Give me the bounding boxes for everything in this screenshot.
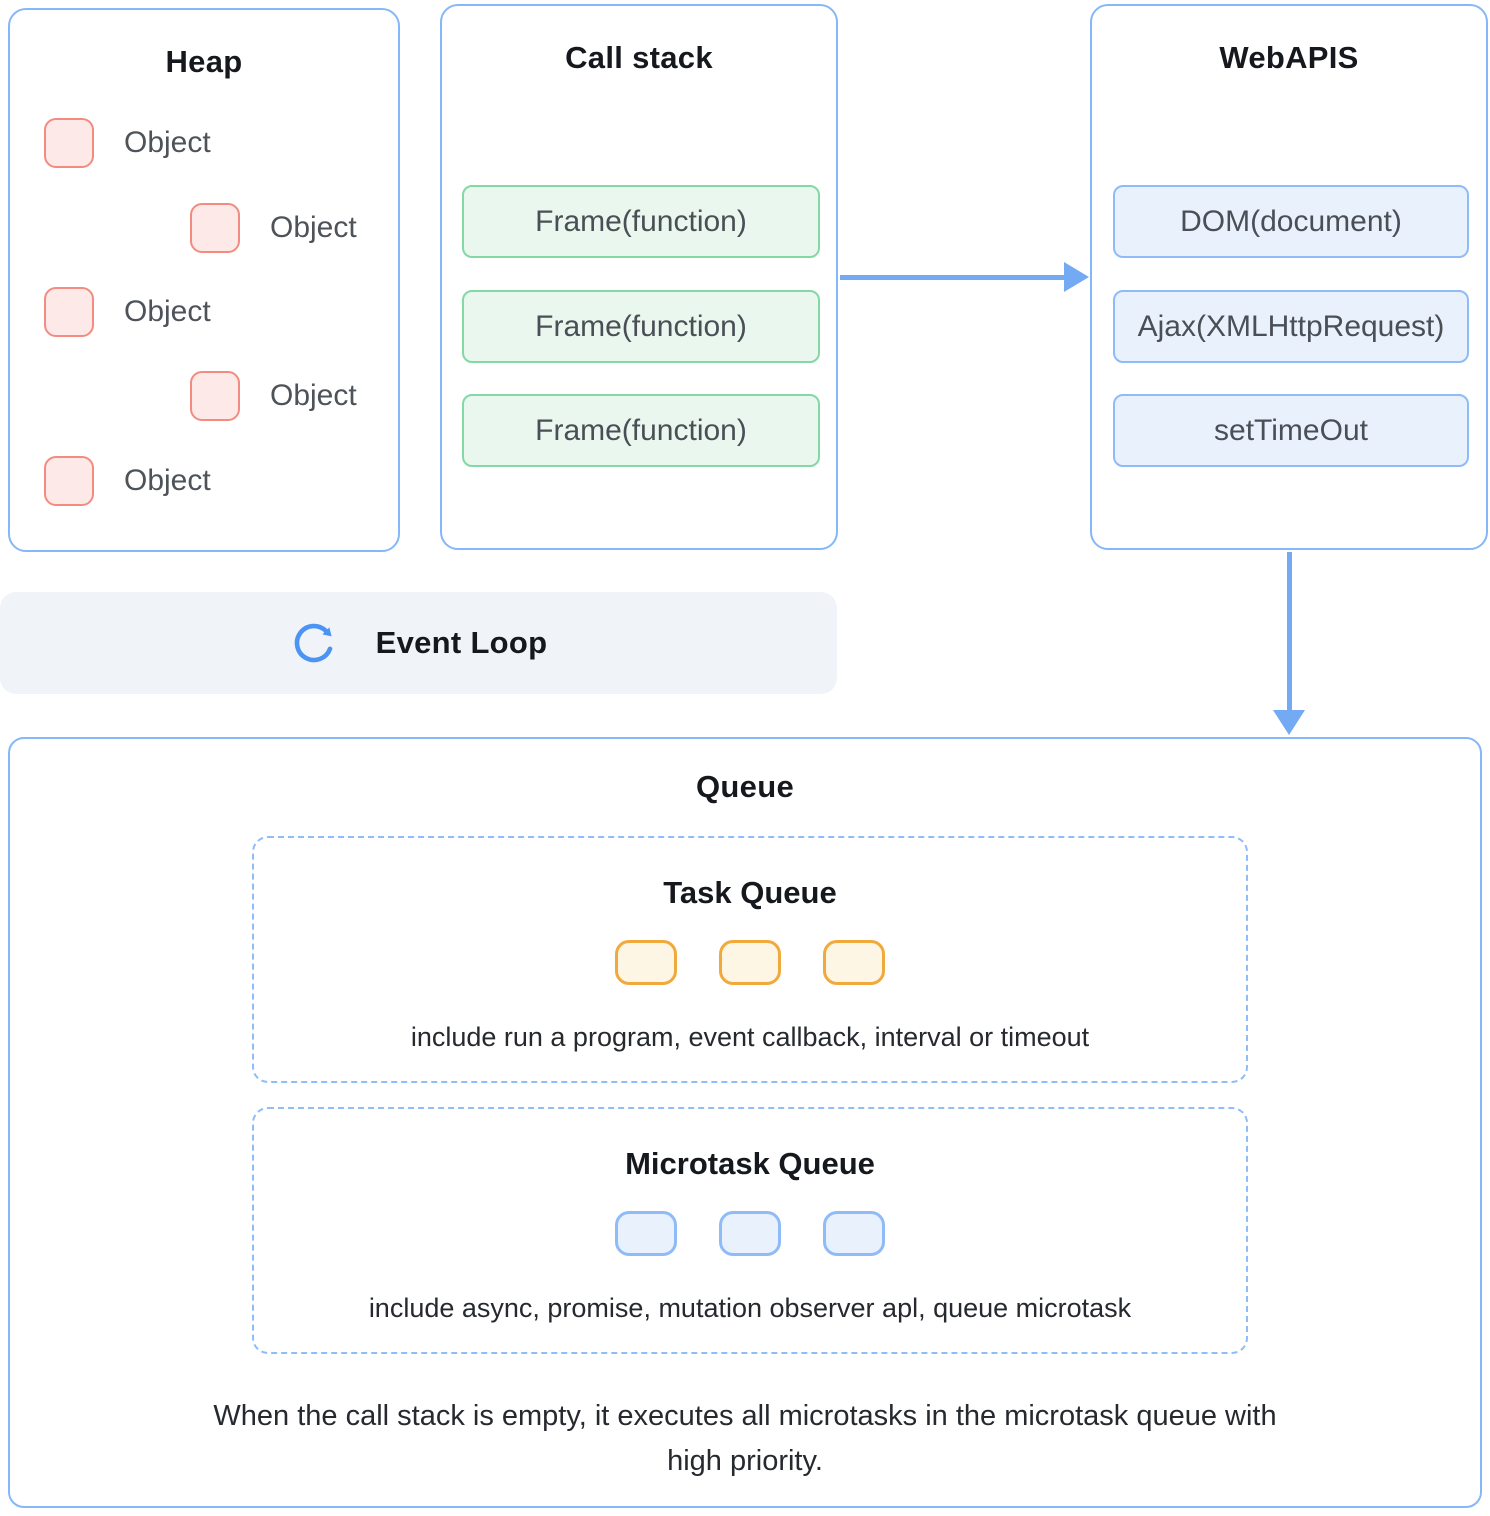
stack-frame: Frame(function) <box>462 290 820 363</box>
event-loop-bar: Event Loop <box>0 592 837 694</box>
arrow-right-icon <box>840 275 1066 280</box>
heap-object-label: Object <box>124 295 211 328</box>
queue-title: Queue <box>696 769 794 804</box>
webapis-title: WebAPIS <box>1219 40 1359 75</box>
microtask-queue-items <box>254 1211 1246 1256</box>
task-queue-caption: include run a program, event callback, i… <box>410 1022 1090 1052</box>
heap-panel: Heap Object Object Object Object Object <box>8 8 400 552</box>
task-queue-item <box>615 940 677 985</box>
heap-object-label: Object <box>124 126 211 159</box>
heap-object-icon <box>44 456 94 506</box>
heap-object-icon <box>190 203 240 253</box>
stack-frame: Frame(function) <box>462 185 820 258</box>
webapis-panel: WebAPIS DOM(document) Ajax(XMLHttpReques… <box>1090 4 1488 550</box>
heap-object-icon <box>190 371 240 421</box>
heap-object-row: Object <box>190 203 357 253</box>
webapis-item: Ajax(XMLHttpRequest) <box>1113 290 1469 363</box>
heap-object-label: Object <box>124 464 211 497</box>
microtask-queue-caption: include async, promise, mutation observe… <box>368 1293 1132 1323</box>
webapis-item: setTimeOut <box>1113 394 1469 467</box>
microtask-queue-title: Microtask Queue <box>625 1146 875 1181</box>
stack-frame: Frame(function) <box>462 394 820 467</box>
microtask-queue-item <box>823 1211 885 1256</box>
heap-object-icon <box>44 118 94 168</box>
microtask-queue-item <box>719 1211 781 1256</box>
event-loop-label: Event Loop <box>375 625 548 660</box>
heap-object-label: Object <box>270 211 357 244</box>
task-queue-item <box>823 940 885 985</box>
heap-object-row: Object <box>44 456 211 506</box>
task-queue-item <box>719 940 781 985</box>
microtask-queue-item <box>615 1211 677 1256</box>
microtask-queue-box: Microtask Queue include async, promise, … <box>252 1107 1248 1354</box>
webapis-item: DOM(document) <box>1113 185 1469 258</box>
task-queue-box: Task Queue include run a program, event … <box>252 836 1248 1083</box>
heap-object-icon <box>44 287 94 337</box>
heap-object-label: Object <box>270 379 357 412</box>
heap-object-row: Object <box>44 118 211 168</box>
refresh-icon <box>290 619 338 667</box>
call-stack-panel: Call stack Frame(function) Frame(functio… <box>440 4 838 550</box>
arrow-down-head-icon <box>1273 710 1305 735</box>
task-queue-items <box>254 940 1246 985</box>
task-queue-title: Task Queue <box>663 875 837 910</box>
call-stack-title: Call stack <box>565 40 713 75</box>
arrow-down-icon <box>1287 552 1292 712</box>
heap-object-row: Object <box>190 371 357 421</box>
heap-object-row: Object <box>44 287 211 337</box>
queue-note: When the call stack is empty, it execute… <box>213 1400 1277 1477</box>
queue-panel: Queue Task Queue include run a program, … <box>8 737 1482 1508</box>
arrow-right-head-icon <box>1064 262 1089 292</box>
heap-title: Heap <box>165 44 243 79</box>
